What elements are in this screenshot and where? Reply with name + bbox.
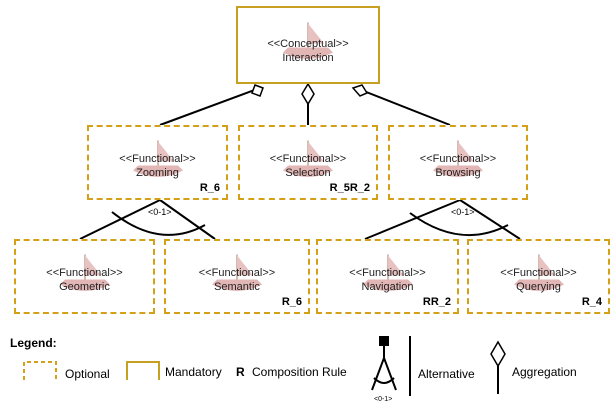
edge-browsing-querying: [459, 199, 521, 240]
node-zooming: <<Functional>> Zooming R_6: [87, 125, 228, 200]
node-stereotype: <<Functional>>: [198, 267, 276, 279]
node-stereotype: <<Functional>>: [349, 267, 426, 279]
mandatory-symbol: [126, 361, 160, 380]
diagram-connectors: [79, 82, 521, 240]
node-stereotype: <<Functional>>: [119, 153, 196, 165]
node-semantic: <<Functional>> Semantic R_6: [164, 239, 310, 314]
node-name: Selection: [285, 167, 331, 179]
edge-root-browsing: [355, 87, 451, 126]
ship-icon: [428, 135, 488, 190]
cardinality-zooming: <0-1>: [148, 207, 172, 217]
legend-title: Legend:: [10, 336, 57, 350]
aggregation-symbol: [490, 340, 506, 394]
composition-rule: R_6: [199, 182, 220, 194]
legend-divider: [409, 336, 411, 396]
legend-mandatory-label: Mandatory: [165, 365, 222, 379]
composition-rule: R_5R_2: [329, 182, 370, 194]
ship-icon: [55, 249, 115, 304]
alternative-arc-zooming: [111, 211, 206, 236]
alternative-symbol: [371, 336, 397, 391]
legend: Legend: Optional Mandatory R Composition…: [0, 330, 615, 414]
node-name: Zooming: [136, 167, 179, 179]
ship-icon: [207, 249, 267, 304]
node-selection: <<Functional>> Selection R_5R_2: [238, 125, 378, 200]
node-interaction: <<Conceptual>> Interaction: [236, 6, 380, 84]
node-stereotype: <<Functional>>: [419, 153, 497, 165]
legend-aggregation-label: Aggregation: [512, 365, 577, 379]
node-name: Interaction: [282, 52, 334, 64]
node-name: Browsing: [435, 167, 481, 179]
legend-optional-label: Optional: [65, 367, 110, 381]
ship-icon: [278, 135, 338, 190]
node-name: Querying: [516, 281, 561, 293]
node-name: Navigation: [361, 281, 414, 293]
ship-icon: [358, 249, 418, 304]
aggregation-diamond-selection: [301, 82, 315, 106]
node-stereotype: <<Functional>>: [269, 153, 347, 165]
alternative-arc-browsing: [409, 212, 509, 236]
legend-alternative-cardinality: <0-1>: [374, 396, 393, 403]
node-name: Geometric: [59, 281, 110, 293]
node-stereotype: <<Conceptual>>: [267, 38, 349, 50]
optional-symbol: [23, 361, 57, 380]
ship-icon: [509, 249, 569, 304]
node-geometric: <<Functional>> Geometric: [14, 239, 155, 314]
ship-icon: [128, 135, 188, 190]
cardinality-browsing: <0-1>: [451, 207, 475, 217]
aggregation-diamond-zooming: [251, 84, 264, 97]
node-stereotype: <<Functional>>: [500, 267, 577, 279]
node-name: Semantic: [214, 281, 260, 293]
edge-browsing-navigation: [364, 199, 461, 240]
legend-rule-symbol: R: [236, 365, 245, 379]
node-navigation: <<Functional>> Navigation RR_2: [316, 239, 459, 314]
ship-icon: [278, 18, 338, 73]
node-stereotype: <<Functional>>: [46, 267, 123, 279]
edge-root-zooming: [159, 87, 261, 126]
edge-zooming-semantic: [159, 199, 216, 240]
legend-alternative-label: Alternative: [418, 367, 475, 381]
composition-rule: R_4: [581, 296, 602, 308]
legend-composition-rule-label: Composition Rule: [252, 365, 347, 379]
node-querying: <<Functional>> Querying R_4: [467, 239, 610, 314]
node-browsing: <<Functional>> Browsing: [388, 125, 528, 200]
composition-rule: R_6: [281, 296, 302, 308]
composition-rule: RR_2: [422, 296, 451, 308]
aggregation-diamond-browsing: [351, 84, 369, 97]
edge-zooming-geometric: [79, 199, 161, 240]
